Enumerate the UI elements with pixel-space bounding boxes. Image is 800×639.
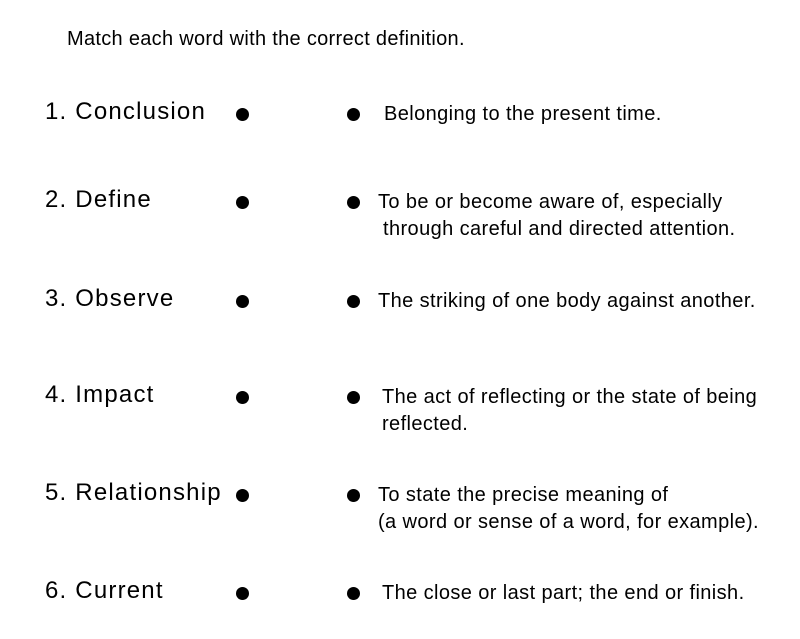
definition-text: To be or become aware of, especially thr… — [378, 189, 736, 243]
word-label: 1. Conclusion — [45, 98, 206, 126]
match-row: 1. Conclusion Belonging to the present t… — [0, 98, 800, 160]
word-match-dot-icon[interactable] — [236, 587, 249, 600]
word-text: Relationship — [75, 479, 222, 506]
definition-line: To be or become aware of, especially — [378, 191, 723, 213]
word-number: 3. — [45, 285, 68, 312]
word-label: 6. Current — [45, 577, 164, 605]
word-number: 4. — [45, 381, 68, 408]
definition-line: through careful and directed attention. — [383, 218, 736, 240]
definition-text: The act of reflecting or the state of be… — [378, 384, 757, 438]
word-number: 2. — [45, 186, 68, 213]
word-label: 4. Impact — [45, 381, 155, 409]
word-number: 5. — [45, 479, 68, 506]
word-text: Conclusion — [75, 98, 207, 125]
match-row: 2. Define To be or become aware of, espe… — [0, 186, 800, 248]
word-text: Current — [75, 577, 164, 604]
definition-text: The striking of one body against another… — [378, 288, 756, 315]
word-text: Observe — [75, 285, 175, 312]
instructions-text: Match each word with the correct definit… — [67, 28, 465, 50]
word-match-dot-icon[interactable] — [236, 108, 249, 121]
definition-text: To state the precise meaning of (a word … — [378, 482, 759, 536]
definition-match-dot-icon[interactable] — [347, 587, 360, 600]
definition-line: The striking of one body against another… — [378, 290, 756, 312]
definition-match-dot-icon[interactable] — [347, 489, 360, 502]
definition-match-dot-icon[interactable] — [347, 295, 360, 308]
definition-text: Belonging to the present time. — [378, 101, 662, 128]
definition-line: (a word or sense of a word, for example)… — [378, 511, 759, 533]
definition-text: The close or last part; the end or finis… — [378, 580, 745, 607]
word-match-dot-icon[interactable] — [236, 391, 249, 404]
match-row: 6. Current The close or last part; the e… — [0, 577, 800, 639]
definition-line: reflected. — [382, 413, 469, 435]
match-row: 5. Relationship To state the precise mea… — [0, 479, 800, 541]
word-match-dot-icon[interactable] — [236, 489, 249, 502]
match-row: 3. Observe The striking of one body agai… — [0, 285, 800, 347]
definition-line: The act of reflecting or the state of be… — [382, 386, 758, 408]
definition-line: To state the precise meaning of — [378, 484, 669, 506]
definition-line: Belonging to the present time. — [384, 103, 662, 125]
word-label: 3. Observe — [45, 285, 174, 313]
word-text: Define — [75, 186, 152, 213]
definition-line: The close or last part; the end or finis… — [382, 582, 745, 604]
match-row: 4. Impact The act of reflecting or the s… — [0, 381, 800, 443]
definition-match-dot-icon[interactable] — [347, 196, 360, 209]
word-label: 5. Relationship — [45, 479, 222, 507]
word-match-dot-icon[interactable] — [236, 295, 249, 308]
definition-match-dot-icon[interactable] — [347, 391, 360, 404]
word-text: Impact — [75, 381, 155, 408]
word-match-dot-icon[interactable] — [236, 196, 249, 209]
word-number: 1. — [45, 98, 68, 125]
definition-match-dot-icon[interactable] — [347, 108, 360, 121]
word-label: 2. Define — [45, 186, 152, 214]
word-number: 6. — [45, 577, 68, 604]
